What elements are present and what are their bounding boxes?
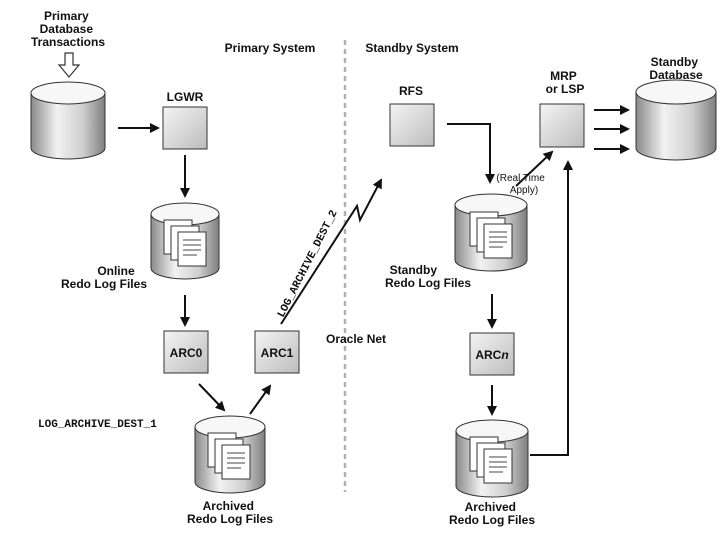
mrp-lsp-process-box bbox=[539, 103, 585, 148]
standby-redo-document-icon bbox=[469, 211, 513, 259]
arcn-label: ARCn bbox=[475, 348, 508, 362]
lgwr-label: LGWR bbox=[167, 90, 204, 104]
real-time-apply-label: (Real Time Apply) bbox=[496, 173, 547, 196]
primary-archived-redo-cylinder bbox=[194, 415, 266, 494]
primary-archived-redo-label: Archived Redo Log Files bbox=[187, 499, 273, 526]
arc1-label: ARC1 bbox=[261, 346, 294, 360]
primary-database-cylinder bbox=[30, 81, 106, 160]
arcn-process-box bbox=[469, 332, 515, 376]
mrp-lsp-label: MRP or LSP bbox=[546, 69, 585, 96]
archived-to-arc1-arrow bbox=[249, 384, 272, 415]
standby-archived-redo-label: Archived Redo Log Files bbox=[449, 500, 535, 527]
log-archive-dest-2-label: LOG_ARCHIVE_DEST_2 bbox=[276, 208, 341, 319]
oracle-net-label: Oracle Net bbox=[326, 332, 386, 346]
lgwr-process-box bbox=[162, 106, 208, 150]
arc0-label: ARC0 bbox=[170, 346, 203, 360]
primary-system-label: Primary System bbox=[225, 41, 316, 55]
arc1-process-box bbox=[254, 330, 300, 374]
arc0-to-archived-arrow bbox=[198, 383, 226, 412]
online-redo-document-icon bbox=[163, 219, 207, 267]
archived-to-mrp-arrow bbox=[530, 160, 573, 456]
rfs-to-standby-redo-arrow bbox=[447, 123, 495, 184]
log-archive-dest-1-label: LOG_ARCHIVE_DEST_1 bbox=[38, 419, 157, 431]
standby-system-label: Standby System bbox=[365, 41, 458, 55]
online-redo-log-cylinder bbox=[150, 202, 220, 280]
primary-transactions-label: Primary Database Transactions bbox=[31, 9, 105, 49]
rfs-label: RFS bbox=[399, 84, 423, 98]
standby-database-cylinder bbox=[635, 79, 717, 161]
online-redo-label: Online Redo Log Files bbox=[61, 264, 147, 291]
real-time-apply-arrow bbox=[515, 150, 554, 187]
primary-archived-document-icon bbox=[207, 432, 251, 480]
standby-database-label: Standby Database bbox=[649, 55, 703, 82]
standby-redo-label: Standby Redo Log Files bbox=[385, 263, 471, 290]
standby-archived-redo-cylinder bbox=[455, 419, 529, 498]
standby-archived-document-icon bbox=[469, 436, 513, 484]
log-archive-dest-2-network-arrow bbox=[280, 178, 382, 325]
rfs-process-box bbox=[389, 103, 435, 147]
standby-redo-log-cylinder bbox=[454, 193, 528, 272]
transactions-input-arrow-icon bbox=[57, 52, 81, 78]
arc0-process-box bbox=[163, 330, 209, 374]
